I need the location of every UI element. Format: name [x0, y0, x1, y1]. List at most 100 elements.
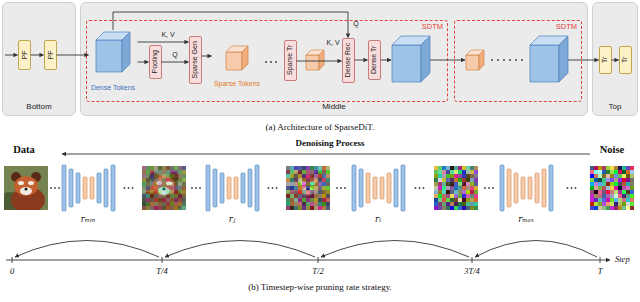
- network-layer: [248, 169, 252, 207]
- ellipsis-dot: [195, 187, 197, 189]
- noise-cell: [438, 186, 442, 190]
- noise-cell: [182, 174, 186, 178]
- noise-cell: [458, 202, 462, 206]
- noise-cell: [310, 202, 314, 206]
- noise-cell: [474, 198, 478, 202]
- ellipsis-dot: [336, 187, 338, 189]
- noise-cell: [306, 206, 310, 210]
- noise-cell: [442, 194, 446, 198]
- noise-cell: [158, 178, 162, 182]
- noise-cell: [474, 166, 478, 170]
- noise-cell: [626, 166, 630, 170]
- noise-cell: [434, 174, 438, 178]
- noise-cell: [606, 170, 610, 174]
- ellipsis-dot: [521, 59, 523, 61]
- noise-cell: [470, 178, 474, 182]
- noise-cell: [158, 194, 162, 198]
- noise-cell: [442, 198, 446, 202]
- noise-cell: [606, 190, 610, 194]
- ellipsis-dot: [423, 187, 425, 189]
- noise-cell: [170, 186, 174, 190]
- noise-cell: [594, 206, 598, 210]
- noise-cell: [442, 178, 446, 182]
- noise-cell: [178, 166, 182, 170]
- noise-cell: [446, 202, 450, 206]
- noise-cell: [626, 202, 630, 206]
- noise-cell: [606, 182, 610, 186]
- noise-cell: [286, 174, 290, 178]
- noise-cell: [462, 206, 466, 210]
- noise-cell: [606, 198, 610, 202]
- tick-mark: [472, 257, 473, 263]
- noise-cell: [474, 174, 478, 178]
- noise-cell: [286, 170, 290, 174]
- ellipsis-dot: [272, 187, 274, 189]
- noise-cell: [302, 206, 306, 210]
- noise-cell: [158, 186, 162, 190]
- noise-cell: [594, 202, 598, 206]
- network-layer: [241, 173, 245, 203]
- network-layer: [69, 169, 73, 207]
- noise-cell: [434, 166, 438, 170]
- noise-cell: [286, 186, 290, 190]
- noise-cell: [294, 174, 298, 178]
- noise-cell: [590, 206, 594, 210]
- noise-cell: [178, 206, 182, 210]
- step-arc: [165, 241, 315, 258]
- noise-cell: [450, 194, 454, 198]
- noise-cell: [626, 178, 630, 182]
- noise-cell: [154, 198, 158, 202]
- noise-cell: [618, 170, 622, 174]
- noise-cell: [602, 170, 606, 174]
- cube-face: [466, 55, 479, 70]
- noise-cell: [314, 174, 318, 178]
- noise-cell: [326, 178, 330, 182]
- noise-cell: [314, 194, 318, 198]
- noise-cell: [290, 198, 294, 202]
- noise-cell: [434, 202, 438, 206]
- noise-cell: [294, 186, 298, 190]
- noise-cell: [446, 178, 450, 182]
- noise-cell: [454, 170, 458, 174]
- network-layer: [62, 165, 66, 211]
- block-label: Tr: [601, 57, 609, 63]
- noise-cell: [150, 202, 154, 206]
- noise-cell: [142, 186, 146, 190]
- sample-image: [142, 166, 186, 210]
- noise-cell: [470, 202, 474, 206]
- noise-cell: [174, 194, 178, 198]
- noise-cell: [150, 206, 154, 210]
- noise-cell: [290, 170, 294, 174]
- noise-cell: [162, 170, 166, 174]
- noise-cell: [306, 178, 310, 182]
- noise-cell: [450, 198, 454, 202]
- cube-face: [392, 45, 421, 82]
- noise-cell: [610, 166, 614, 170]
- noise-cell: [434, 178, 438, 182]
- noise-cell: [438, 190, 442, 194]
- noise-cell: [286, 206, 290, 210]
- noise-cell: [598, 170, 602, 174]
- tick-label: T: [598, 267, 603, 276]
- sample-image: [286, 166, 330, 210]
- sample-image: [590, 166, 634, 210]
- ellipsis-dot: [340, 187, 342, 189]
- noise-cell: [462, 190, 466, 194]
- noise-cell: [318, 186, 322, 190]
- noise-cell: [294, 202, 298, 206]
- tick-mark: [162, 257, 163, 263]
- noise-cell: [294, 190, 298, 194]
- ellipsis-dot: [275, 61, 277, 63]
- token-cube-figure: [466, 50, 484, 70]
- process-title: Denoising Process: [295, 139, 364, 149]
- image-ground: [286, 166, 330, 210]
- noise-cell: [174, 178, 178, 182]
- noise-cell: [446, 194, 450, 198]
- noise-cell: [162, 198, 166, 202]
- noise-cell: [322, 182, 326, 186]
- noise-cell: [150, 182, 154, 186]
- noise-cell: [466, 194, 470, 198]
- noise-cell: [174, 202, 178, 206]
- rate-label: rᵢ: [375, 215, 381, 224]
